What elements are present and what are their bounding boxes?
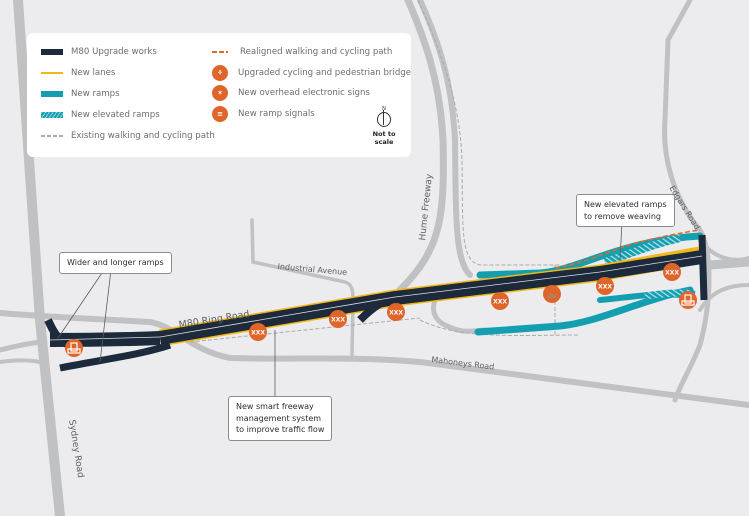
callout-leaders (57, 221, 623, 398)
callout-line: New smart freeway (236, 402, 314, 411)
cyclist-pedestrian-icon: ⚘ (212, 65, 228, 81)
overhead-sign-icon: XXX (491, 292, 509, 310)
legend-item-bridge: ⚘ Upgraded cycling and pedestrian bridge (212, 65, 411, 81)
m80-upgrade-works (44, 234, 708, 372)
callout-wider-ramps: Wider and longer ramps (59, 252, 172, 274)
north-compass: N Not to scale (364, 106, 404, 146)
overhead-sign-icon: XXX (663, 263, 681, 281)
grey-dashed-swatch (41, 135, 63, 137)
overhead-sign-icon: XXX (387, 303, 405, 321)
legend-item-elevated-ramps: New elevated ramps (41, 110, 160, 120)
existing-walking-path (189, 0, 581, 343)
legend-label: Existing walking and cycling path (71, 131, 215, 141)
scale-note: Not to scale (372, 130, 396, 146)
legend-label: New ramp signals (238, 109, 315, 119)
realigned-walking-path (554, 229, 701, 269)
map-icons: XXX XXX XXX XXX 🚲 XXX XXX (65, 263, 697, 357)
teal-hatch-swatch (41, 112, 63, 118)
svg-text:XXX: XXX (598, 284, 612, 291)
legend-label: M80 Upgrade works (71, 47, 157, 57)
overhead-sign-icon: ✶ (212, 85, 228, 101)
callout-text: Wider and longer ramps (67, 258, 164, 267)
legend-item-m80-upgrade: M80 Upgrade works (41, 47, 157, 57)
legend-item-overhead-signs: ✶ New overhead electronic signs (212, 85, 370, 101)
legend-label: Realigned walking and cycling path (240, 47, 393, 57)
overhead-sign-icon: XXX (249, 323, 267, 341)
legend-item-existing-path: Existing walking and cycling path (41, 131, 215, 141)
svg-text:XXX: XXX (493, 299, 507, 306)
legend-item-new-lanes: New lanes (41, 68, 115, 78)
svg-text:XXX: XXX (331, 317, 345, 324)
ramp-signal-icon (679, 291, 697, 309)
overhead-sign-icon: XXX (329, 310, 347, 328)
callout-line: management system (236, 413, 322, 423)
legend-item-new-ramps: New ramps (41, 89, 120, 99)
legend-item-ramp-signals: ≡ New ramp signals (212, 106, 315, 122)
callout-smart-freeway: New smart freeway management system to i… (228, 396, 333, 441)
orange-dashed-swatch (212, 51, 228, 53)
svg-text:XXX: XXX (251, 330, 265, 337)
map-legend: M80 Upgrade works New lanes New ramps Ne… (27, 33, 411, 157)
dark-bar-swatch (41, 49, 63, 55)
cyclist-pedestrian-icon: 🚲 (543, 285, 561, 303)
north-label: N (382, 106, 386, 112)
callout-elevated-ramps: New elevated ramps to remove weaving (576, 194, 675, 227)
legend-label: New elevated ramps (71, 110, 160, 120)
svg-text:XXX: XXX (389, 310, 403, 317)
teal-bar-swatch (41, 91, 63, 97)
legend-label: New ramps (71, 89, 120, 99)
ramp-signal-icon (65, 339, 83, 357)
yellow-line-swatch (41, 72, 63, 74)
callout-line: to remove weaving (584, 211, 661, 221)
overhead-sign-icon: XXX (596, 277, 614, 295)
compass-icon (377, 110, 391, 127)
svg-text:XXX: XXX (665, 270, 679, 277)
legend-label: Upgraded cycling and pedestrian bridge (238, 68, 412, 78)
legend-label: New overhead electronic signs (238, 88, 370, 98)
svg-text:🚲: 🚲 (547, 290, 557, 299)
legend-item-realigned-path: Realigned walking and cycling path (212, 47, 392, 57)
legend-label: New lanes (71, 68, 116, 78)
ramp-signal-icon: ≡ (212, 106, 228, 122)
callout-line: to improve traffic flow (236, 425, 325, 434)
callout-line: New elevated ramps (584, 200, 667, 209)
